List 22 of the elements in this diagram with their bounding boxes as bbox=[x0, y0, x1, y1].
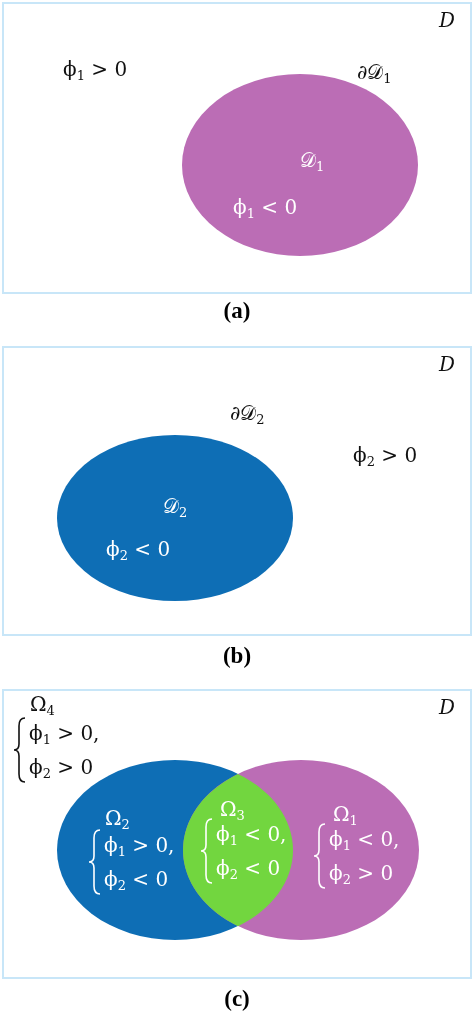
panel-caption: (a) bbox=[222, 298, 252, 324]
condition-text: ϕ$_{1}$ > 0, ϕ$_{2}$ > 0 bbox=[29, 720, 101, 783]
condition-text: ϕ$_{1}$ < 0, ϕ$_{2}$ < 0 bbox=[216, 821, 288, 884]
region-label: ϕ$_{1}$ < 0 bbox=[233, 195, 298, 219]
domain-label: D bbox=[439, 352, 456, 376]
region-label: ϕ$_{1}$ > 0 bbox=[63, 57, 128, 81]
region-label: ϕ$_{2}$ < 0 bbox=[106, 537, 171, 561]
boundary-label: ∂𝒟$_{1}$ bbox=[357, 60, 392, 84]
region-label: ϕ$_{2}$ > 0 bbox=[353, 443, 418, 467]
domain-label: D bbox=[439, 8, 456, 32]
boundary-label: ∂𝒟$_{2}$ bbox=[230, 401, 265, 425]
panel-caption: (b) bbox=[221, 643, 253, 669]
panel-caption: (c) bbox=[223, 986, 251, 1011]
region-label: Ω$_{4}$ bbox=[30, 692, 55, 716]
region-label: Ω$_{1}$ bbox=[333, 802, 358, 826]
condition-text: ϕ$_{1}$ < 0, ϕ$_{2}$ > 0 bbox=[329, 826, 401, 889]
domain-label: D bbox=[439, 695, 456, 719]
condition-text: ϕ$_{1}$ > 0, ϕ$_{2}$ < 0 bbox=[104, 832, 176, 895]
region-label: Ω$_{3}$ bbox=[220, 797, 245, 821]
region-label: Ω$_{2}$ bbox=[105, 806, 130, 830]
region-label: 𝒟$_{1}$ bbox=[300, 148, 325, 172]
region-label: 𝒟$_{2}$ bbox=[163, 494, 188, 518]
